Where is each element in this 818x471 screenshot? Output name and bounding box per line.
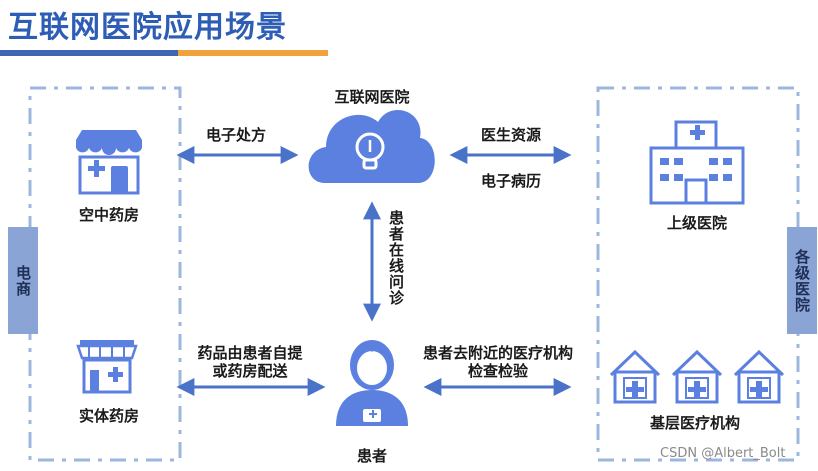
pharmacy-storefront-icon [76, 340, 138, 394]
ecommerce-tab: 电商 [8, 227, 38, 334]
hospitals-tab: 各级医院 [787, 227, 817, 334]
clinic-icon [671, 349, 723, 404]
patient-label: 患者 [356, 447, 387, 465]
drug-pickup-label-line1: 药品由患者自提 [197, 344, 303, 362]
nearby-institution-label-line2: 检查检验 [467, 362, 528, 380]
online-consult-label: 患者在线问诊 [387, 210, 405, 306]
ecommerce-group-frame [28, 86, 182, 462]
upper-hospital-label: 上级医院 [666, 214, 727, 232]
sky-pharmacy-label: 空中药房 [78, 206, 139, 224]
cloud-icon [308, 110, 435, 183]
patient-icon [336, 340, 408, 426]
hospital-building-icon [649, 120, 745, 205]
physical-pharmacy-label: 实体药房 [78, 407, 139, 425]
drug-pickup-label-line2: 或药房配送 [212, 362, 288, 380]
clinic-icon [733, 349, 785, 404]
nearby-institution-label-line1: 患者去附近的医疗机构 [422, 344, 573, 362]
doctor-resources-label: 医生资源 [480, 126, 541, 144]
e-prescription-label: 电子处方 [205, 126, 266, 144]
clinic-icon [609, 349, 661, 404]
title-underline-orange [178, 50, 328, 56]
watermark: CSDN @Albert_Bolt [660, 446, 786, 461]
e-records-label: 电子病历 [480, 172, 541, 190]
grassroots-label: 基层医疗机构 [649, 414, 740, 432]
page-title: 互联网医院应用场景 [8, 10, 287, 45]
internet-hospital-label: 互联网医院 [334, 88, 410, 106]
store-icon [76, 130, 142, 195]
title-underline-blue [0, 50, 178, 56]
